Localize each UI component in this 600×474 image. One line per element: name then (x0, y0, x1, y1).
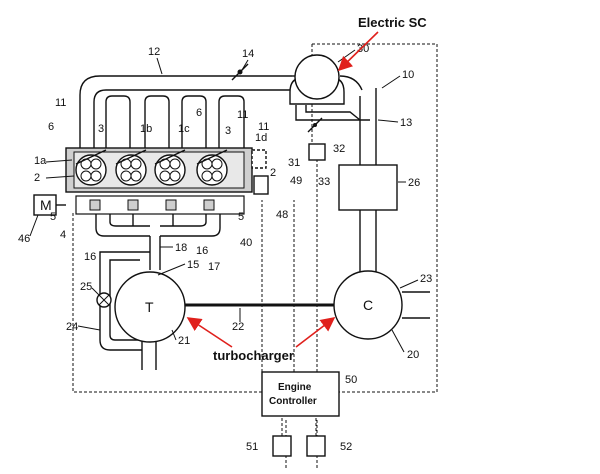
callout-c32: 32 (333, 143, 345, 155)
callout-c1a: 1a (34, 155, 47, 167)
callout-c2: 2 (34, 172, 40, 184)
turbine-label: T (145, 299, 154, 315)
sensor-49 (251, 149, 267, 169)
callout-c25: 25 (80, 281, 92, 293)
sensor-51 (272, 435, 292, 457)
callout-leaders (29, 49, 419, 353)
engine-controller: Engine Controller (261, 371, 340, 417)
callout-c2r: 2 (270, 167, 276, 179)
callout-c31: 31 (288, 157, 300, 169)
intercooler (338, 164, 398, 211)
cylinder-1a (75, 149, 107, 186)
callout-c30: 30 (357, 43, 369, 55)
callout-c21: 21 (178, 335, 190, 347)
callout-c20: 20 (407, 349, 419, 361)
callout-c12: 12 (148, 46, 160, 58)
callout-c23: 23 (420, 273, 432, 285)
callout-c11a: 11 (55, 97, 66, 109)
sensor-48 (253, 175, 269, 195)
turbine: T (114, 271, 186, 343)
callout-c46: 46 (18, 233, 30, 245)
wastegate-valve (96, 292, 112, 308)
callout-c1c: 1c (178, 123, 190, 135)
callout-c40: 40 (240, 237, 252, 249)
callout-c6a: 6 (48, 121, 54, 133)
cylinder-1b (115, 149, 147, 186)
callout-c3a: 3 (98, 123, 104, 135)
callout-c51: 51 (246, 441, 258, 453)
callout-c11c: 11 (258, 121, 269, 133)
turbocharger-annotation: turbocharger (213, 348, 294, 363)
callout-c13: 13 (400, 117, 412, 129)
callout-c11b: 11 (237, 109, 248, 121)
callout-c50: 50 (345, 374, 357, 386)
callout-c18: 18 (175, 242, 187, 254)
engine-block (65, 147, 269, 195)
cylinder-1d (196, 149, 228, 186)
motor-label: M (40, 197, 52, 213)
callout-c5: 5 (50, 211, 56, 223)
cylinder-1c (154, 149, 186, 186)
callout-c17: 17 (208, 261, 220, 273)
callout-c4: 4 (60, 229, 66, 241)
bypass-valve-actuator (308, 143, 326, 161)
exhaust-manifold (75, 195, 245, 370)
electric-supercharger (289, 54, 345, 105)
callout-c1d: 1d (255, 132, 267, 144)
callout-c3c: 3 (225, 125, 231, 137)
callout-c15: 15 (187, 259, 199, 271)
callout-c22: 22 (232, 321, 244, 333)
controller-line1: Engine (278, 382, 312, 393)
callout-c33: 33 (318, 176, 330, 188)
callout-c16a: 16 (84, 251, 96, 263)
callout-c16b: 16 (196, 245, 208, 257)
annotation-electric-sc: Electric SC (337, 15, 427, 72)
sensor-52 (306, 435, 326, 457)
callout-c48: 48 (276, 209, 288, 221)
compressor: C (333, 270, 430, 340)
callout-c52: 52 (340, 441, 352, 453)
electric-sc-annotation: Electric SC (358, 15, 427, 30)
callout-c26: 26 (408, 177, 420, 189)
callout-c5r: 5 (238, 211, 244, 223)
intake-manifold (79, 63, 292, 150)
annotation-turbocharger: turbocharger (186, 317, 336, 363)
control-signal-lines (72, 43, 438, 468)
callout-c14: 14 (242, 48, 254, 60)
callout-c24: 24 (66, 321, 78, 333)
callout-c49: 49 (290, 175, 302, 187)
callout-c1b: 1b (140, 123, 152, 135)
compressor-label: C (363, 297, 373, 313)
controller-line2: Controller (269, 396, 317, 407)
callout-c6b: 6 (196, 107, 202, 119)
callout-c10: 10 (402, 69, 414, 81)
callout-labels: 12 14 30 10 13 11 11 11 6 6 3 3 1b 1c 1d… (18, 43, 432, 453)
